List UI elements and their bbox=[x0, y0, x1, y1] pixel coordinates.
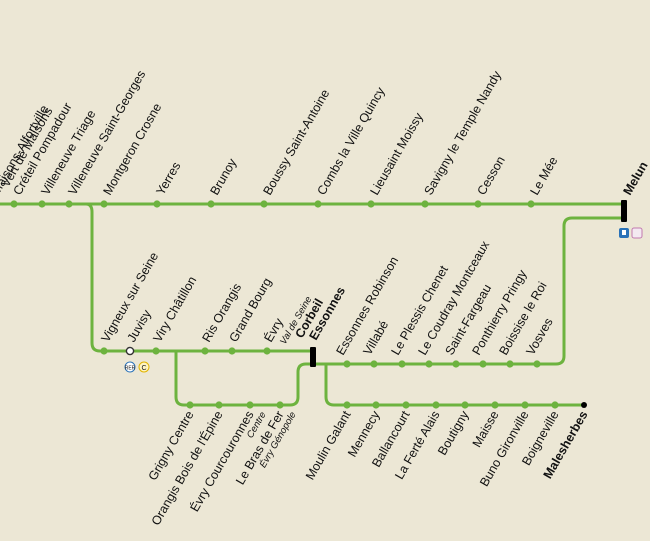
station-label-brunoy: Brunoy bbox=[207, 156, 239, 198]
track-segment bbox=[312, 216, 624, 366]
station-dot-boussy-saint-antoine bbox=[260, 200, 268, 208]
station-dot-grand-bourg bbox=[228, 347, 236, 355]
station-dot-evry bbox=[263, 347, 271, 355]
station-label-cesson: Cesson bbox=[474, 154, 507, 198]
station-label-lieusaint-moissy: Lieusaint Moissy bbox=[367, 110, 426, 198]
station-dot-mennecy bbox=[372, 401, 380, 409]
station-dot-saint-fargeau bbox=[452, 360, 460, 368]
station-label-moulin-galant: Moulin Galant bbox=[303, 408, 354, 482]
station-dot-orangis-bois-de-l-epine bbox=[215, 401, 223, 409]
track-segment bbox=[174, 351, 312, 407]
station-dot-le-coudray-montceaux bbox=[425, 360, 433, 368]
station-label-melun: Melun bbox=[620, 159, 650, 197]
station-dot-villeneuve-triage bbox=[38, 200, 46, 208]
station-dot-juvisy bbox=[125, 346, 135, 356]
station-dot-montgeron-crosne bbox=[100, 200, 108, 208]
hub-corbeil-essonnes bbox=[310, 347, 316, 367]
station-label-villabe: Villabé bbox=[360, 318, 391, 357]
station-dot-yerres bbox=[153, 200, 161, 208]
rer-connection-icon bbox=[124, 361, 136, 373]
station-dot-grigny-centre bbox=[186, 401, 194, 409]
station-dot-savigny-le-temple-nandy bbox=[421, 200, 429, 208]
track-segment bbox=[324, 364, 584, 407]
station-dot-combs-la-ville-quincy bbox=[314, 200, 322, 208]
station-dot-le-plessis-chenet bbox=[398, 360, 406, 368]
station-dot-le-bras-de-fer bbox=[276, 401, 284, 409]
station-dot-brunoy bbox=[207, 200, 215, 208]
train-icon-window bbox=[622, 230, 626, 235]
station-dot-ponthierry-pringy bbox=[479, 360, 487, 368]
station-label-maisse: Maisse bbox=[470, 408, 502, 449]
station-dot-le-mee bbox=[527, 200, 535, 208]
station-dot-boigneville bbox=[551, 401, 559, 409]
station-dot-boutigny bbox=[461, 401, 469, 409]
line-c-connection-text: C bbox=[141, 365, 146, 372]
station-label-le-mee: Le Mée bbox=[527, 154, 560, 197]
stations: RER C bbox=[10, 200, 643, 409]
station-dot-essonnes-robinson bbox=[343, 360, 351, 368]
bus-icon bbox=[631, 227, 643, 239]
station-dot-la-ferte-alais bbox=[432, 401, 440, 409]
line-c-connection-icon bbox=[138, 361, 150, 373]
station-dot-evry-courcouronnes bbox=[246, 401, 254, 409]
station-dot-cesson bbox=[474, 200, 482, 208]
station-dot-villabe bbox=[370, 360, 378, 368]
station-dot-maisse bbox=[491, 401, 499, 409]
station-dot-ballancourt bbox=[402, 401, 410, 409]
terminus-malesherbes bbox=[581, 402, 587, 408]
station-dot-vosves bbox=[533, 360, 541, 368]
track-segment bbox=[85, 202, 312, 353]
station-dot-buno-gironville bbox=[521, 401, 529, 409]
station-dot-boissise-le-roi bbox=[506, 360, 514, 368]
station-dot-villeneuve-saint-georges bbox=[65, 200, 73, 208]
station-label-yerres: Yerres bbox=[153, 160, 183, 198]
station-dot-moulin-galant bbox=[343, 401, 351, 409]
station-dot-vigneux-sur-seine bbox=[100, 347, 108, 355]
station-dot-lieusaint-moissy bbox=[367, 200, 375, 208]
station-dot-ris-orangis bbox=[201, 347, 209, 355]
terminus-melun bbox=[621, 200, 627, 222]
rer-connection-text: RER bbox=[125, 366, 136, 372]
station-label-viry-chatillon: Viry Châtillon bbox=[150, 274, 199, 345]
station-dot-creteil-pompadour bbox=[10, 200, 18, 208]
station-dot-viry-chatillon bbox=[152, 347, 160, 355]
